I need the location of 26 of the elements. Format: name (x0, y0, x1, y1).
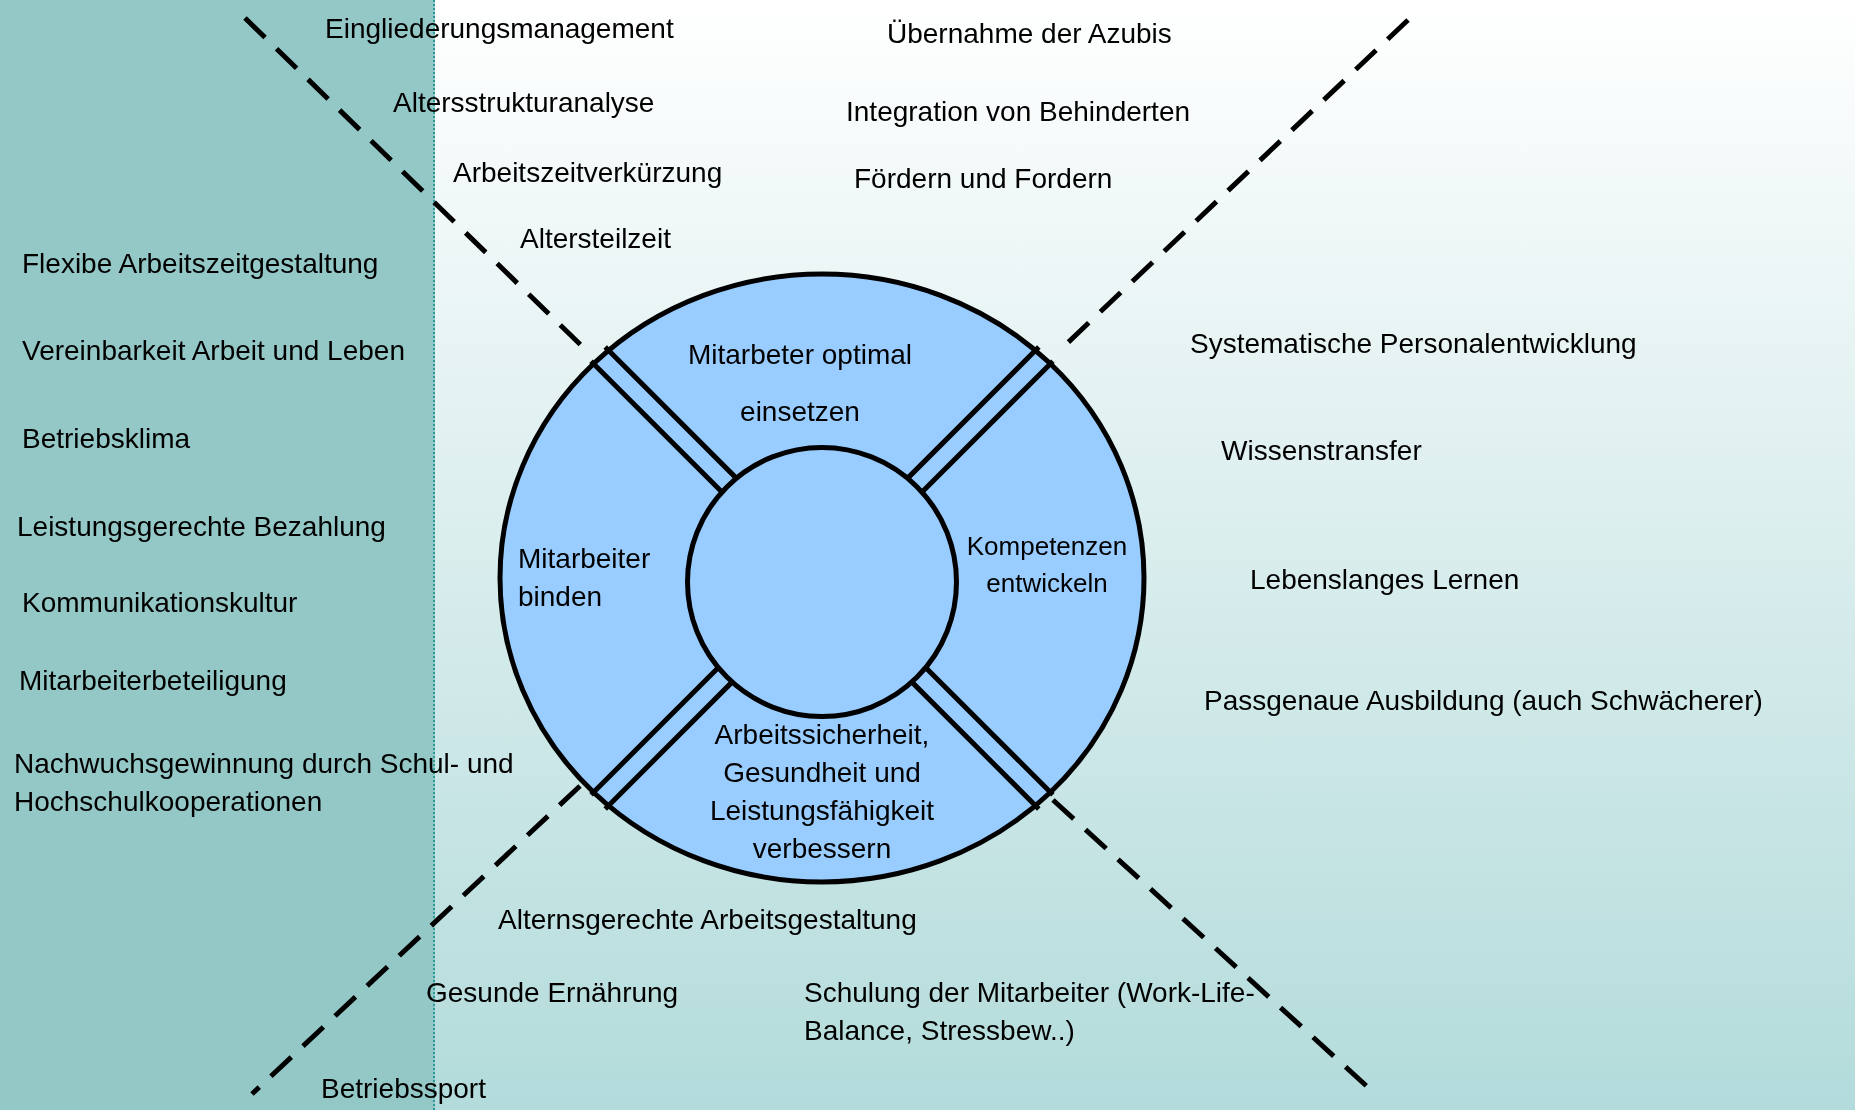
segment-label: Arbeitssicherheit, Gesundheit und Leistungsfähigkeit verbessern (708, 718, 936, 866)
measure-label: Übernahme der Azubis (887, 17, 1173, 51)
measure-label: Integration von Behinderten (846, 95, 1192, 129)
measure-label: Passgenaue Ausbildung (auch Schwächerer) (1204, 684, 1764, 718)
measure-label: Alternsgerechte Arbeitsgestaltung (498, 903, 918, 937)
measure-label: Betriebssport (321, 1072, 487, 1106)
segment-label: Mitarbeter optimal einsetzen (686, 338, 914, 429)
measure-label: Altersstrukturanalyse (393, 86, 656, 120)
measure-label: Flexibe Arbeitszeitgestaltung (22, 247, 380, 281)
measure-label: Arbeitszeitverkürzung (453, 156, 724, 190)
measure-label: Fördern und Fordern (854, 162, 1114, 196)
segment-label: Kompetenzen entwickeln (965, 530, 1129, 600)
measure-label: Betriebsklima (22, 422, 192, 456)
measure-label: Nachwuchsgewinnung durch Schul- und Hochschulkooperationen (14, 747, 515, 819)
measure-label: Gesunde Ernährung (426, 976, 680, 1010)
measure-label: Wissenstransfer (1221, 434, 1423, 468)
segment-label: Mitarbeiter binden (518, 542, 652, 614)
measure-label: Kommunikationskultur (22, 586, 299, 620)
measure-label: Altersteilzeit (520, 222, 672, 256)
measure-label: Lebenslanges Lernen (1250, 563, 1521, 597)
measure-label: Vereinbarkeit Arbeit und Leben (22, 334, 406, 368)
measure-label: Schulung der Mitarbeiter (Work-Life-Balance, Stressbew..) (804, 976, 1256, 1048)
measure-label: Leistungsgerechte Bezahlung (17, 510, 387, 544)
measure-label: Mitarbeiterbeteiligung (19, 664, 288, 698)
measure-label: Systematische Personalentwicklung (1190, 327, 1638, 361)
measure-label: Eingliederungsmanagement (325, 12, 675, 46)
